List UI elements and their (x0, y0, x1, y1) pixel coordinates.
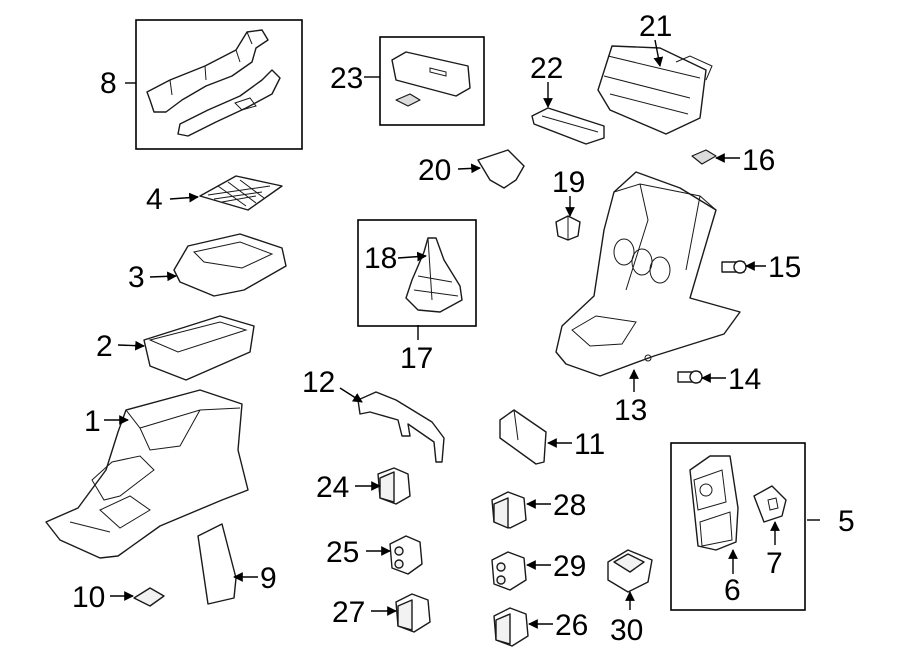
callout-2: 2 (96, 330, 113, 363)
group-box-17 (357, 219, 477, 327)
callout-25: 25 (326, 536, 359, 569)
part-12-harness-bracket[interactable] (357, 391, 445, 463)
part-10-clip[interactable] (133, 587, 165, 607)
part-7-switch[interactable] (753, 485, 787, 523)
callout-3: 3 (128, 261, 145, 294)
part-4-console-mat[interactable] (199, 175, 283, 211)
callout-9: 9 (260, 562, 277, 595)
part-8-console-bracket[interactable] (146, 29, 281, 137)
callout-numbers: 8 23 4 3 2 1 9 10 22 21 20 16 19 15 14 1… (72, 10, 855, 647)
part-3-armrest-lid[interactable] (173, 233, 287, 297)
callout-21: 21 (639, 10, 672, 43)
callout-22: 22 (530, 52, 563, 85)
callout-15: 15 (768, 251, 801, 284)
part-20-bracket[interactable] (477, 149, 525, 189)
part-19-connector[interactable] (555, 215, 581, 241)
callout-12: 12 (302, 366, 335, 399)
part-23-trim-cover[interactable] (391, 51, 471, 107)
callout-20: 20 (418, 154, 451, 187)
part-27-switch[interactable] (395, 593, 431, 633)
part-9-side-panel[interactable] (197, 523, 237, 605)
part-15-screw[interactable] (721, 260, 747, 274)
callout-29: 29 (553, 550, 586, 583)
group-box-23 (379, 36, 485, 126)
callout-16: 16 (742, 144, 775, 177)
callout-14: 14 (728, 363, 761, 396)
leader-lines (104, 39, 820, 629)
callout-6: 6 (724, 574, 741, 607)
callout-17: 17 (400, 342, 433, 375)
callout-26: 26 (555, 609, 588, 642)
callout-19: 19 (552, 166, 585, 199)
callout-5: 5 (838, 505, 855, 538)
callout-13: 13 (614, 394, 647, 427)
group-box-8 (135, 19, 303, 150)
group-box-5 (670, 442, 806, 611)
part-6-switch-bezel[interactable] (689, 455, 739, 551)
callout-28: 28 (553, 489, 586, 522)
part-1-floor-console[interactable] (45, 389, 249, 559)
part-16-clip[interactable] (691, 149, 717, 165)
callout-7: 7 (766, 547, 783, 580)
part-21-bezel[interactable] (597, 45, 713, 135)
callout-27: 27 (332, 596, 365, 629)
callout-1: 1 (84, 405, 101, 438)
part-24-switch[interactable] (377, 467, 411, 505)
part-30-switch[interactable] (607, 549, 653, 593)
callout-24: 24 (316, 471, 349, 504)
part-22-tray[interactable] (531, 107, 605, 145)
part-2-storage-bin[interactable] (143, 315, 255, 381)
callout-23: 23 (330, 62, 363, 95)
part-26-switch[interactable] (493, 607, 529, 647)
callout-18: 18 (364, 242, 397, 275)
callout-4: 4 (146, 183, 163, 216)
part-29-switch[interactable] (491, 551, 527, 591)
callout-10: 10 (72, 581, 105, 614)
part-13-center-console[interactable] (555, 171, 741, 377)
part-25-switch[interactable] (389, 535, 423, 575)
part-28-switch[interactable] (491, 491, 527, 529)
part-11-bracket[interactable] (499, 409, 547, 465)
callout-8: 8 (100, 67, 117, 100)
part-18-shift-boot[interactable] (405, 237, 463, 313)
callout-11: 11 (574, 428, 605, 461)
part-14-screw[interactable] (677, 370, 703, 384)
callout-30: 30 (610, 614, 643, 647)
